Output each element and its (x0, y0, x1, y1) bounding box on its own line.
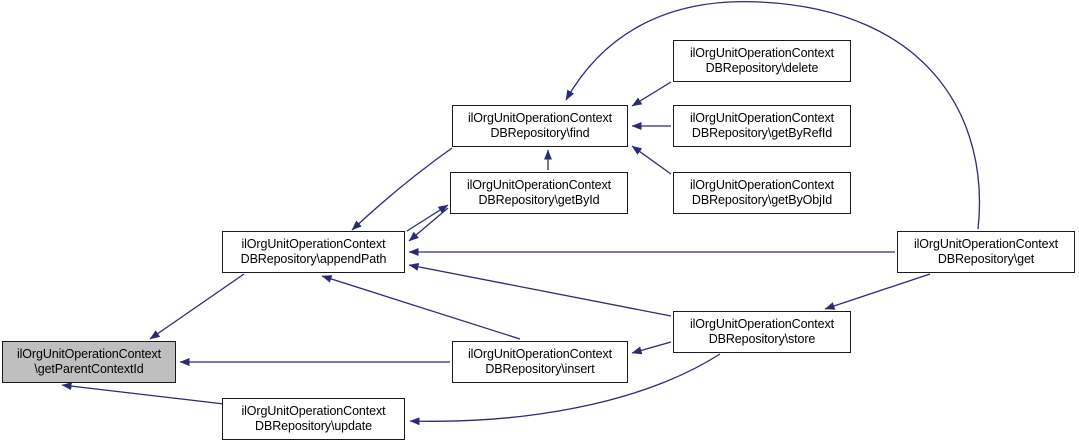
node-getByRefId[interactable]: ilOrgUnitOperationContext DBRepository\g… (673, 105, 851, 147)
edge-get-to-store (824, 273, 931, 310)
node-get[interactable]: ilOrgUnitOperationContext DBRepository\g… (897, 231, 1075, 273)
node-label-line2: DBRepository\update (255, 419, 372, 433)
node-label-line2: DBRepository\find (490, 126, 590, 140)
node-insert[interactable]: ilOrgUnitOperationContext DBRepository\i… (452, 341, 628, 383)
node-label-line1: ilOrgUnitOperationContext (467, 347, 613, 361)
node-label-line1: ilOrgUnitOperationContext (241, 237, 386, 251)
edge-update-to-getParentContextId (61, 382, 225, 405)
node-label-line1: ilOrgUnitOperationContext (467, 111, 613, 125)
node-label-line1: ilOrgUnitOperationContext (913, 237, 1059, 251)
node-update[interactable]: ilOrgUnitOperationContext DBRepository\u… (222, 398, 405, 440)
edge-insert-to-appendPath (321, 275, 521, 340)
node-getParentContextId[interactable]: ilOrgUnitOperationContext \getParentCont… (2, 341, 176, 383)
node-label-line1: ilOrgUnitOperationContext (689, 46, 835, 60)
node-label-line2: DBRepository\delete (705, 61, 819, 75)
node-label-line1: ilOrgUnitOperationContext (16, 347, 162, 361)
node-label-line2: DBRepository\appendPath (240, 252, 387, 266)
node-find[interactable]: ilOrgUnitOperationContext DBRepository\f… (452, 105, 628, 147)
node-label-line1: ilOrgUnitOperationContext (689, 317, 835, 331)
node-label-line2: DBRepository\getById (478, 193, 600, 207)
node-label-line2: DBRepository\getByObjId (691, 193, 833, 207)
node-store[interactable]: ilOrgUnitOperationContext DBRepository\s… (673, 311, 851, 353)
edge-find-to-appendPath (351, 147, 453, 231)
node-label-line2: DBRepository\get (937, 252, 1035, 266)
node-appendPath[interactable]: ilOrgUnitOperationContext DBRepository\a… (222, 231, 405, 273)
edge-delete-to-find (631, 81, 672, 107)
edge-getByObjId-to-find (631, 145, 672, 175)
edge-store-to-appendPath (408, 262, 672, 317)
node-label-line1: ilOrgUnitOperationContext (689, 111, 835, 125)
node-label-line2: \getParentContextId (34, 362, 144, 376)
node-getById[interactable]: ilOrgUnitOperationContext DBRepository\g… (450, 172, 628, 214)
node-label-line1: ilOrgUnitOperationContext (689, 178, 835, 192)
edge-getById-to-appendPath (408, 207, 449, 242)
node-delete[interactable]: ilOrgUnitOperationContext DBRepository\d… (673, 40, 851, 82)
node-label-line1: ilOrgUnitOperationContext (466, 178, 612, 192)
edge-store-to-insert (631, 341, 672, 355)
edge-appendPath-to-getById (406, 204, 449, 232)
node-label-line2: DBRepository\getByRefId (691, 126, 833, 140)
edge-appendPath-to-getParentContextId (149, 273, 245, 340)
node-label-line2: DBRepository\insert (485, 362, 595, 376)
node-label-line2: DBRepository\store (708, 332, 816, 346)
node-getByObjId[interactable]: ilOrgUnitOperationContext DBRepository\g… (673, 172, 851, 214)
node-label-line1: ilOrgUnitOperationContext (241, 404, 386, 418)
